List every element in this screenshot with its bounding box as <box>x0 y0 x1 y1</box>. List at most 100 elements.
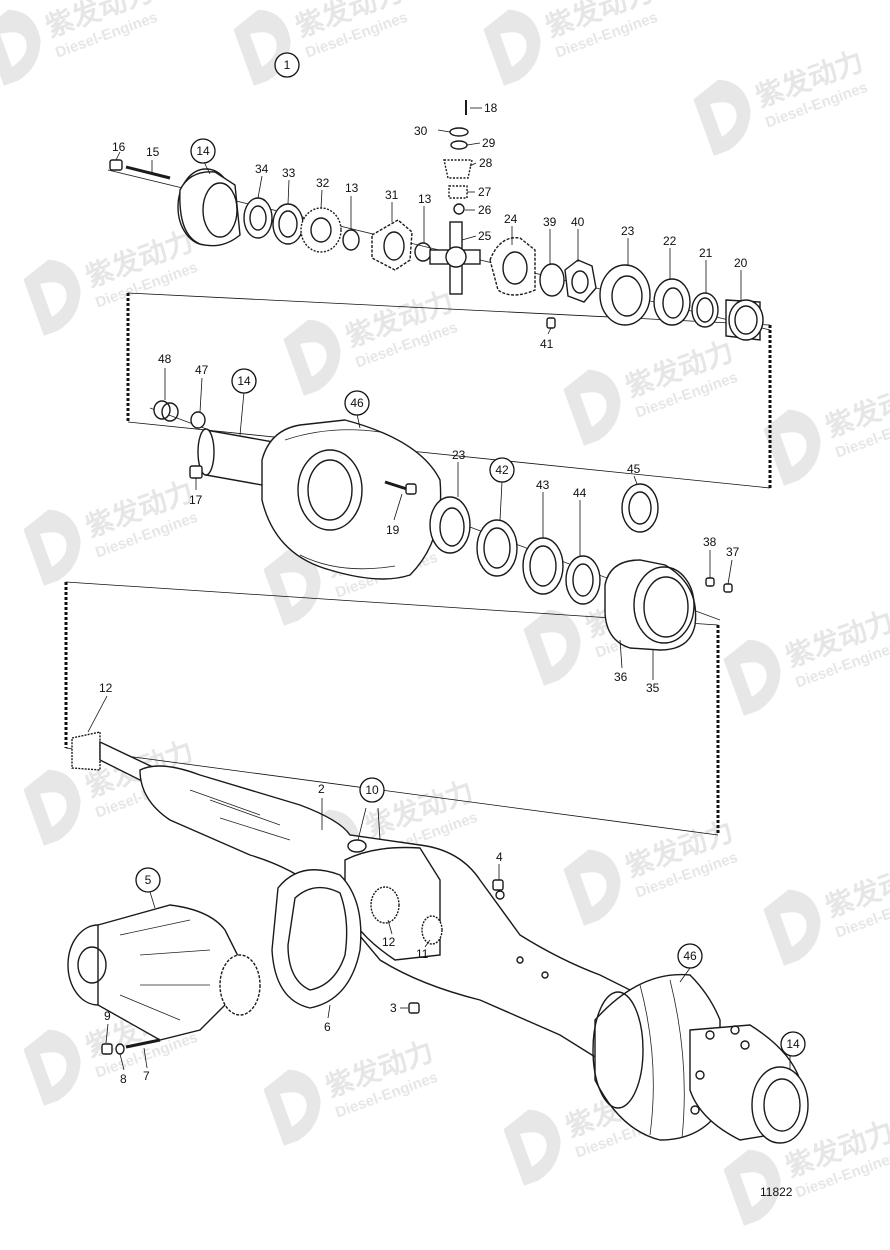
label-45: 45 <box>627 462 641 476</box>
label-32: 32 <box>316 176 330 190</box>
row-axle-assembly <box>67 731 809 1144</box>
label-4: 4 <box>496 850 503 864</box>
label-41: 41 <box>540 337 554 351</box>
label-3: 3 <box>390 1001 397 1015</box>
label-38: 38 <box>703 535 717 549</box>
label-20: 20 <box>734 256 748 270</box>
label-44: 44 <box>573 486 587 500</box>
label-39: 39 <box>543 215 557 229</box>
part-41-screw <box>546 317 556 329</box>
label-37: 37 <box>726 545 740 559</box>
label-34: 34 <box>255 162 269 176</box>
watermark-logo-icon <box>483 9 541 86</box>
part-27-bearing <box>448 185 468 199</box>
label-10: 10 <box>365 783 379 797</box>
label-36: 36 <box>614 670 628 684</box>
part-7-stud <box>125 1038 161 1049</box>
label-26: 26 <box>478 203 492 217</box>
drawing-number: 11822 <box>760 1185 793 1199</box>
watermark-logo-icon <box>263 549 321 626</box>
leader-lines <box>87 107 791 1071</box>
label-33: 33 <box>282 166 296 180</box>
part-16-nut <box>109 159 123 171</box>
label-14c: 14 <box>786 1037 800 1051</box>
label-23b: 23 <box>452 448 466 462</box>
label-21: 21 <box>699 246 713 260</box>
label-30: 30 <box>414 124 428 138</box>
part-20-sleeve <box>725 299 764 341</box>
watermark-logo-icon <box>23 1029 81 1106</box>
part-26-washer <box>453 203 465 215</box>
label-13b: 13 <box>418 192 432 206</box>
row-differential-parts <box>107 100 771 341</box>
label-47: 47 <box>195 363 209 377</box>
watermark-logo-icon <box>563 849 621 926</box>
watermark-logo-icon <box>263 1069 321 1146</box>
part-33-washer <box>272 203 304 245</box>
label-13a: 13 <box>345 181 359 195</box>
part-9-nut <box>101 1043 113 1055</box>
label-22: 22 <box>663 234 677 248</box>
label-29: 29 <box>482 136 496 150</box>
part-25-spider <box>429 221 481 295</box>
watermark-logo-icon <box>0 9 41 86</box>
label-9: 9 <box>104 1009 111 1023</box>
label-46b: 46 <box>683 949 697 963</box>
part-44-seal <box>565 555 601 605</box>
part-34-washer <box>243 197 273 239</box>
part-6-gasket <box>271 869 362 1009</box>
label-24: 24 <box>504 212 518 226</box>
watermark-logo-icon <box>503 1109 561 1186</box>
label-18: 18 <box>484 101 498 115</box>
part-15-bolt <box>125 165 171 180</box>
part-23-bearing-b <box>429 496 471 554</box>
part-47-washer <box>190 411 206 429</box>
part-30-ring <box>449 127 469 137</box>
label-31: 31 <box>385 188 399 202</box>
part-11-splined-end <box>421 915 443 945</box>
part-39-ring <box>539 263 565 297</box>
label-42: 42 <box>495 463 509 477</box>
part-23-bearing-a <box>599 264 651 326</box>
part-17-plug <box>189 465 203 479</box>
part-13-ring-a <box>342 229 360 251</box>
label-17: 17 <box>189 493 203 507</box>
part-12-splined-end <box>370 886 400 924</box>
label-11: 11 <box>416 947 429 961</box>
label-23a: 23 <box>621 224 635 238</box>
part-29-washer <box>450 140 468 150</box>
part-46-carrier-housing <box>261 419 442 580</box>
part-38-washer <box>705 577 715 587</box>
part-28-pinion <box>443 159 473 179</box>
part-32-side-gear <box>300 207 342 253</box>
part-46-wheel-hub <box>592 973 721 1141</box>
label-43: 43 <box>536 478 550 492</box>
label-19: 19 <box>386 523 400 537</box>
label-12b: 12 <box>382 935 396 949</box>
part-21-ring <box>691 292 719 328</box>
part-5-final-drive <box>67 904 261 1041</box>
part-40-adjusting-nut <box>564 259 597 303</box>
part-3-plug <box>408 1002 420 1014</box>
label-16: 16 <box>112 140 126 154</box>
label-6: 6 <box>324 1020 331 1034</box>
part-14-case-half <box>177 168 241 247</box>
label-35: 35 <box>646 681 660 695</box>
watermark-logo-icon <box>763 889 821 966</box>
watermark-logo-icon <box>23 259 81 336</box>
watermark-logo-icon <box>763 409 821 486</box>
watermark-logo-icon <box>283 319 341 396</box>
row-housing-parts <box>149 400 733 651</box>
part-35-cover <box>604 559 697 651</box>
